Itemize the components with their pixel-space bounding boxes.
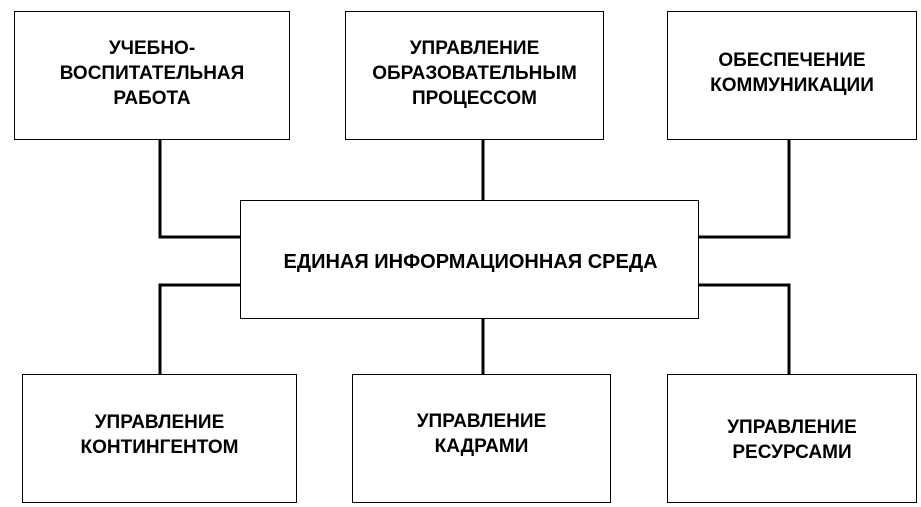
box-label: УЧЕБНО- ВОСПИТАТЕЛЬНАЯ РАБОТА — [59, 38, 245, 109]
box-label: УПРАВЛЕНИЕ РЕСУРСАМИ — [727, 416, 857, 463]
center-label: ЕДИНАЯ ИНФОРМАЦИОННАЯ СРЕДА — [283, 251, 658, 273]
connector-center-to-resources — [699, 283, 791, 374]
box-resource-management: УПРАВЛЕНИЕ РЕСУРСАМИ — [667, 374, 917, 503]
box-communication-support: ОБЕСПЕЧЕНИЕ КОММУНИКАЦИИ — [667, 11, 917, 140]
box-contingent-management: УПРАВЛЕНИЕ КОНТИНГЕНТОМ — [22, 374, 297, 503]
box-label: УПРАВЛЕНИЕ КАДРАМИ — [416, 410, 547, 457]
box-process-management: УПРАВЛЕНИЕ ОБРАЗОВАТЕЛЬНЫМ ПРОЦЕССОМ — [345, 11, 604, 140]
box-label: УПРАВЛЕНИЕ ОБРАЗОВАТЕЛЬНЫМ ПРОЦЕССОМ — [372, 38, 577, 109]
connector-comm-to-center — [699, 140, 791, 239]
connector-edu-to-center — [158, 140, 240, 239]
connector-center-to-contingent — [158, 283, 240, 374]
box-unified-information-environment: ЕДИНАЯ ИНФОРМАЦИОННАЯ СРЕДА — [240, 200, 699, 319]
box-staff-management: УПРАВЛЕНИЕ КАДРАМИ — [352, 374, 611, 503]
box-educational-work: УЧЕБНО- ВОСПИТАТЕЛЬНАЯ РАБОТА — [14, 11, 290, 140]
box-label: ОБЕСПЕЧЕНИЕ КОММУНИКАЦИИ — [710, 49, 874, 96]
box-label: УПРАВЛЕНИЕ КОНТИНГЕНТОМ — [80, 411, 239, 458]
